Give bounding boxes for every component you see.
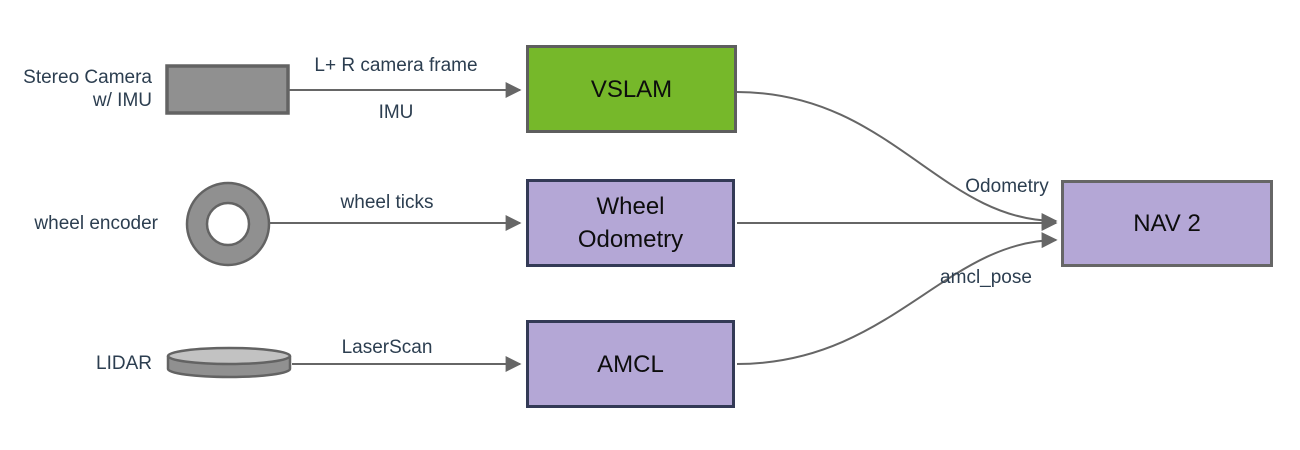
vslam-node: VSLAM — [526, 45, 737, 133]
wheel-encoder-icon — [185, 181, 271, 267]
camera-frame-edge-label: L+ R camera frame — [314, 55, 478, 76]
laser-scan-edge-label: LaserScan — [341, 337, 433, 358]
edge-amcl-to-nav2 — [736, 232, 1058, 365]
lidar-top — [166, 346, 292, 366]
wheel-inner-hole — [205, 201, 251, 247]
stereo-camera-icon — [165, 64, 290, 115]
wheel-ticks-edge-label: wheel ticks — [340, 192, 434, 213]
wheel-encoder-label: wheel encoder — [34, 213, 158, 234]
lidar-icon — [166, 346, 292, 379]
odometry-edge-label: Odometry — [965, 176, 1049, 197]
imu-edge-label: IMU — [378, 102, 414, 123]
lidar-label: LIDAR — [96, 353, 152, 374]
amcl-pose-edge-label: amcl_pose — [940, 267, 1032, 288]
nav2-node: NAV 2 — [1061, 180, 1273, 267]
edge-vslam-to-nav2 — [736, 91, 1058, 229]
amcl-node: AMCL — [526, 320, 735, 408]
wheel-odometry-node: Wheel Odometry — [526, 179, 735, 267]
stereo-camera-label: Stereo Camera w/ IMU — [23, 67, 152, 111]
